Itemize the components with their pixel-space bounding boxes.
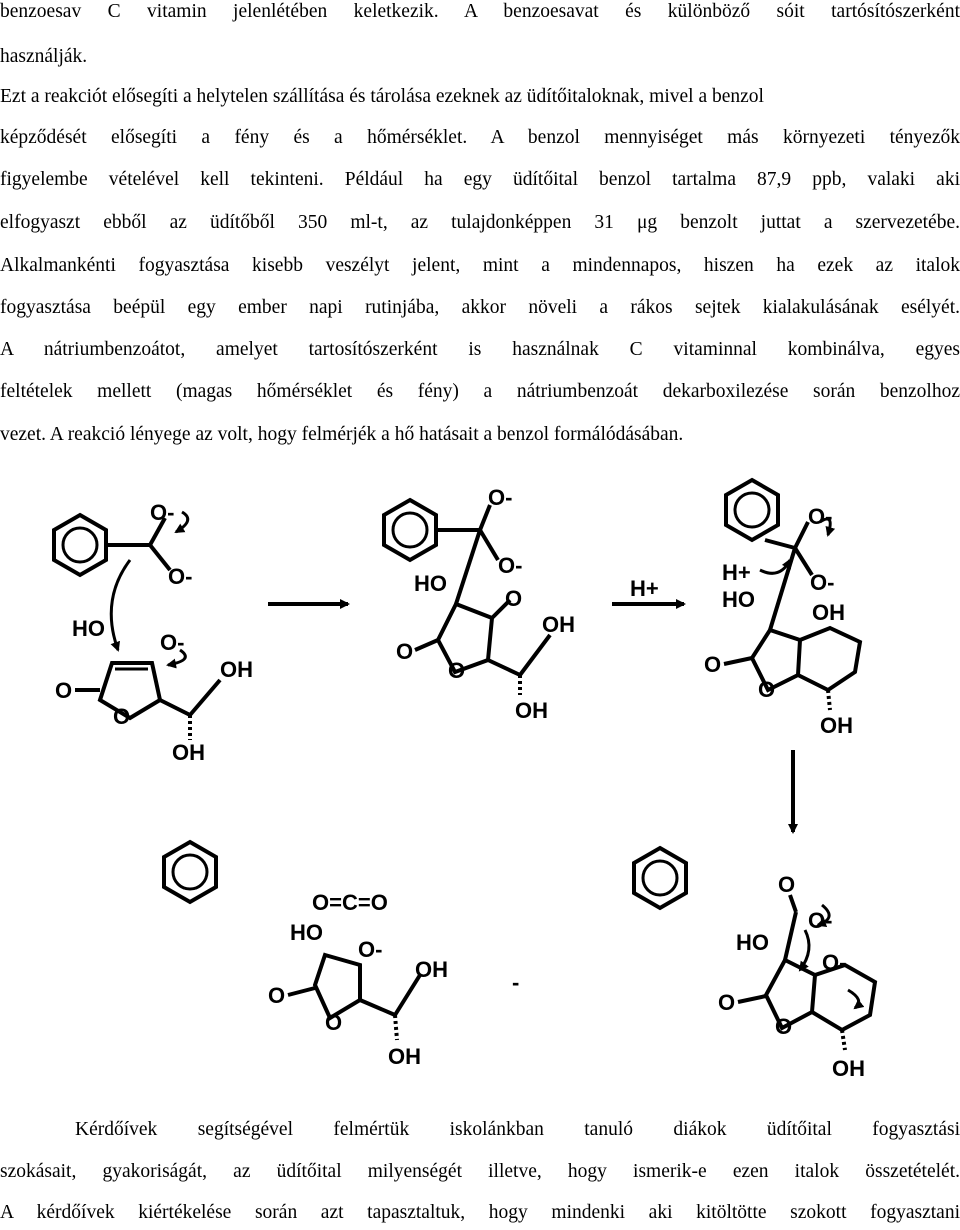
text-line: fogyasztása beépül egy ember napi rutinj… xyxy=(0,297,960,318)
lactone-ring xyxy=(435,601,495,675)
label-o: O xyxy=(113,704,130,729)
text-line: feltételek mellett (magas hőmérséklet és… xyxy=(0,381,960,402)
label-o: O xyxy=(758,677,775,702)
benzene-product xyxy=(632,845,688,911)
text-line: Ezt a reakciót elősegíti a helytelen szá… xyxy=(0,86,764,107)
label-o-minus: O- xyxy=(358,937,382,962)
label-o-minus: O- xyxy=(810,570,834,595)
text-line: használják. xyxy=(0,46,88,67)
label-o: O xyxy=(55,678,72,703)
label-o-minus: O- xyxy=(168,564,192,589)
label-oh: OH xyxy=(542,612,575,637)
label-ho: HO xyxy=(72,616,105,641)
label-o: O xyxy=(704,652,721,677)
text-line: vezet. A reakció lényege az volt, hogy f… xyxy=(0,424,684,445)
label-o: O xyxy=(775,1014,792,1039)
benzene-product xyxy=(162,839,218,905)
text-line: Alkalmankénti fogyasztása kisebb veszély… xyxy=(0,255,960,276)
label-o-minus: O- xyxy=(808,504,832,529)
label-co2: O=C=O xyxy=(312,890,388,915)
label-dash: - xyxy=(512,970,519,995)
label-oh: OH xyxy=(812,600,845,625)
benzene-ring xyxy=(52,512,108,578)
label-h-plus: H+ xyxy=(722,560,751,585)
label-ho: HO xyxy=(414,571,447,596)
text-line: benzoesav C vitamin jelenlétében keletke… xyxy=(0,1,960,22)
text-line: figyelembe vételével kell tekinteni. Pél… xyxy=(0,169,960,190)
text-line: elfogyaszt ebből az üdítőből 350 ml-t, a… xyxy=(0,212,960,233)
label-o: O xyxy=(718,990,735,1015)
text-line: képződését elősegíti a fény és a hőmérsé… xyxy=(0,127,960,148)
label-o: O xyxy=(448,658,465,683)
label-oh: OH xyxy=(832,1056,865,1081)
label-ho: HO xyxy=(736,930,769,955)
label-ho: HO xyxy=(290,920,323,945)
lactone-ring xyxy=(97,661,163,721)
label-oh: OH xyxy=(415,957,448,982)
label-o-minus: O- xyxy=(488,485,512,510)
label-oh: OH xyxy=(820,713,853,738)
label-o: O xyxy=(325,1010,342,1035)
reaction-scheme: O- O- HO O- O O OH OH O- O- HO O O O xyxy=(52,477,878,1081)
benzene-ring xyxy=(382,497,438,563)
structure-product-co2: O=C=O HO O- O O OH OH xyxy=(268,890,448,1069)
lactone-ring xyxy=(749,627,803,693)
label-oh: OH xyxy=(388,1044,421,1069)
label-o: O xyxy=(396,639,413,664)
structure-benzoate-ascorbate: O- O- HO O- O O OH OH xyxy=(52,500,253,765)
structure-protonated: O- O- H+ HO OH O O OH xyxy=(704,477,863,738)
structure-adduct: O- O- HO O O O OH OH xyxy=(382,485,575,723)
text-line: A nátriumbenzoátot, amelyet tartosítósze… xyxy=(0,339,960,360)
label-oh: OH xyxy=(172,740,205,765)
lactone-ring xyxy=(763,957,818,1031)
label-o: O xyxy=(778,872,795,897)
label-o: O xyxy=(268,983,285,1008)
text-line: A kérdőívek kiértékelése során azt tapas… xyxy=(0,1202,960,1223)
label-oh: OH xyxy=(515,698,548,723)
label-h-plus: H+ xyxy=(630,576,659,601)
benzene-ring xyxy=(724,477,780,543)
text-line: Kérdőívek segítségével felmértük iskolán… xyxy=(75,1119,960,1140)
lactone-ring xyxy=(312,952,362,1021)
label-o-minus: O- xyxy=(150,500,174,525)
label-oh: OH xyxy=(220,657,253,682)
label-ho: HO xyxy=(722,587,755,612)
structure-decarboxylation: O O- HO O- O O OH xyxy=(718,872,878,1081)
text-line: szokásait, gyakoriságát, az üdítőital mi… xyxy=(0,1161,960,1182)
label-o-minus: O- xyxy=(498,553,522,578)
label-o: O xyxy=(505,586,522,611)
